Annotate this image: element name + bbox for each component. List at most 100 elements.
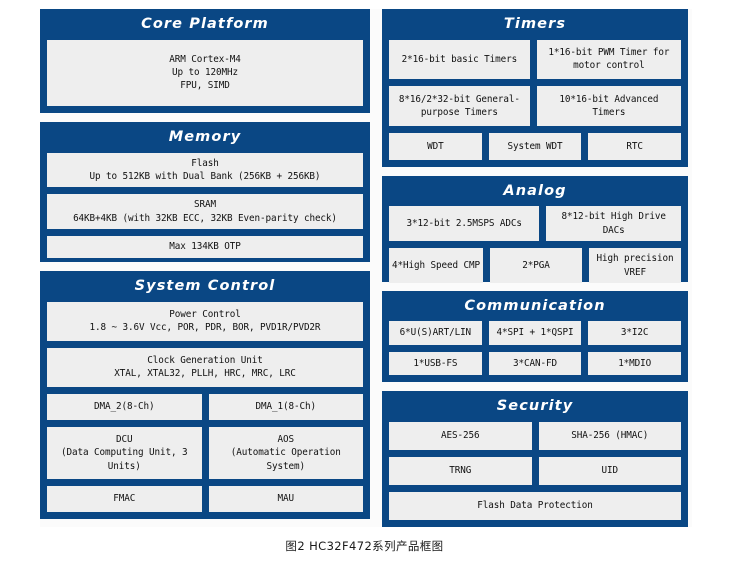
cell-line: 6*U(S)ART/LIN bbox=[399, 327, 472, 339]
cell-fmac: FMAC bbox=[47, 486, 202, 512]
cell-can-fd: 3*CAN-FD bbox=[488, 351, 582, 376]
left-column: Core Platform ARM Cortex-M4 Up to 120MHz… bbox=[40, 9, 370, 527]
cell-line: FPU, SIMD bbox=[180, 80, 230, 92]
cell-line: High precision bbox=[596, 253, 674, 265]
cell-uid: UID bbox=[538, 456, 681, 485]
cell-aos: AOS (Automatic Operation System) bbox=[208, 426, 363, 480]
cell-line: 8*12-bit High Drive bbox=[561, 211, 666, 223]
cell-basic-timers: 2*16-bit basic Timers bbox=[389, 39, 530, 80]
cell-line: 1*MDIO bbox=[618, 357, 652, 369]
cell-line: DACs bbox=[602, 224, 625, 236]
cell-trng: TRNG bbox=[389, 456, 532, 485]
cell-line: 4*High Speed CMP bbox=[392, 259, 480, 271]
cell-dcu: DCU (Data Computing Unit, 3 Units) bbox=[47, 426, 202, 480]
cell-dma-1: DMA_1(8-Ch) bbox=[208, 393, 363, 420]
cell-mau: MAU bbox=[208, 486, 363, 512]
row-otp: Max 134KB OTP bbox=[47, 236, 363, 258]
row-security-1: AES-256 SHA-256 (HMAC) bbox=[389, 421, 681, 450]
cell-line: motor control bbox=[573, 60, 645, 72]
cell-system-wdt: System WDT bbox=[488, 133, 582, 160]
cell-line: Flash bbox=[191, 157, 219, 169]
cell-aes-256: AES-256 bbox=[389, 421, 532, 450]
cell-dacs: 8*12-bit High Drive DACs bbox=[546, 206, 681, 242]
row-power-control: Power Control 1.8 ~ 3.6V Vcc, POR, PDR, … bbox=[47, 301, 363, 341]
cell-sram: SRAM 64KB+4KB (with 32KB ECC, 32KB Even-… bbox=[47, 194, 363, 230]
cell-line: 2*PGA bbox=[522, 259, 550, 271]
panel-title-core-platform: Core Platform bbox=[141, 16, 269, 32]
panel-core-platform: Core Platform ARM Cortex-M4 Up to 120MHz… bbox=[40, 9, 370, 113]
cell-line: XTAL, XTAL32, PLLH, HRC, MRC, LRC bbox=[114, 368, 296, 380]
cell-vref: High precision VREF bbox=[588, 248, 681, 283]
cell-line: Up to 120MHz bbox=[172, 67, 238, 79]
row-dcu-aos: DCU (Data Computing Unit, 3 Units) AOS (… bbox=[47, 426, 363, 480]
cell-line: 2*16-bit basic Timers bbox=[401, 53, 518, 65]
row-timers-3: WDT System WDT RTC bbox=[389, 133, 682, 160]
panel-title-communication: Communication bbox=[464, 297, 606, 314]
cell-line: Max 134KB OTP bbox=[169, 241, 241, 253]
cell-line: Timers bbox=[592, 107, 626, 119]
cell-line: 3*I2C bbox=[620, 327, 649, 339]
cell-line: System WDT bbox=[507, 140, 563, 152]
cell-line: (Automatic Operation bbox=[230, 447, 341, 459]
row-core: ARM Cortex-M4 Up to 120MHz FPU, SIMD bbox=[47, 39, 363, 106]
cell-arm-cortex-m4: ARM Cortex-M4 Up to 120MHz FPU, SIMD bbox=[47, 39, 363, 106]
cell-max-otp: Max 134KB OTP bbox=[47, 236, 363, 258]
cell-line: 3*12-bit 2.5MSPS ADCs bbox=[406, 217, 522, 229]
cell-line: SRAM bbox=[194, 199, 216, 211]
cell-line: 64KB+4KB (with 32KB ECC, 32KB Even-parit… bbox=[73, 212, 337, 224]
cell-power-control: Power Control 1.8 ~ 3.6V Vcc, POR, PDR, … bbox=[47, 301, 363, 341]
cell-line: AES-256 bbox=[441, 430, 480, 442]
cell-pwm-timer-motor-control: 1*16-bit PWM Timer for motor control bbox=[536, 39, 681, 80]
cell-sha-256-hmac: SHA-256 (HMAC) bbox=[538, 421, 681, 450]
cell-high-speed-cmp: 4*High Speed CMP bbox=[389, 248, 483, 283]
row-comm-1: 6*U(S)ART/LIN 4*SPI + 1*QSPI 3*I2C bbox=[389, 321, 682, 345]
cell-line: 3*CAN-FD bbox=[513, 357, 557, 369]
panel-memory: Memory Flash Up to 512KB with Dual Bank … bbox=[40, 122, 370, 262]
cell-line: DMA_2(8-Ch) bbox=[94, 401, 155, 412]
row-comm-2: 1*USB-FS 3*CAN-FD 1*MDIO bbox=[389, 351, 682, 376]
cell-adcs: 3*12-bit 2.5MSPS ADCs bbox=[389, 206, 540, 242]
right-column: Timers 2*16-bit basic Timers 1*16-bit PW… bbox=[382, 9, 688, 527]
row-sram: SRAM 64KB+4KB (with 32KB ECC, 32KB Even-… bbox=[47, 194, 363, 230]
cell-line: 4*SPI + 1*QSPI bbox=[496, 327, 574, 339]
panel-title-analog: Analog bbox=[503, 182, 567, 199]
cell-rtc: RTC bbox=[588, 133, 682, 160]
panel-security: Security AES-256 SHA-256 (HMAC) TRNG UID bbox=[382, 391, 688, 527]
cell-line: purpose Timers bbox=[420, 107, 498, 119]
cell-line: Flash Data Protection bbox=[477, 500, 593, 512]
cell-line: FMAC bbox=[113, 493, 136, 505]
cell-line: WDT bbox=[427, 140, 444, 152]
row-timers-2: 8*16/2*32-bit General- purpose Timers 10… bbox=[389, 86, 681, 127]
cell-clock-generation-unit: Clock Generation Unit XTAL, XTAL32, PLLH… bbox=[47, 347, 363, 387]
cell-i2c: 3*I2C bbox=[588, 321, 682, 345]
cell-wdt: WDT bbox=[389, 133, 482, 160]
product-block-diagram: Core Platform ARM Cortex-M4 Up to 120MHz… bbox=[40, 9, 692, 527]
panel-analog: Analog 3*12-bit 2.5MSPS ADCs 8*12-bit Hi… bbox=[382, 175, 688, 283]
cell-line: System) bbox=[266, 460, 306, 472]
row-analog-1: 3*12-bit 2.5MSPS ADCs 8*12-bit High Driv… bbox=[389, 206, 681, 242]
row-security-3: Flash Data Protection bbox=[389, 491, 681, 520]
cell-line: RTC bbox=[626, 140, 643, 152]
row-fmac-mau: FMAC MAU bbox=[47, 486, 363, 512]
cell-spi-qspi: 4*SPI + 1*QSPI bbox=[488, 321, 582, 345]
cell-line: 1*USB-FS bbox=[413, 357, 458, 369]
panel-title-system-control: System Control bbox=[134, 278, 276, 294]
cell-mdio: 1*MDIO bbox=[588, 351, 682, 376]
panel-title-timers: Timers bbox=[503, 16, 567, 32]
cell-advanced-timers: 10*16-bit Advanced Timers bbox=[536, 86, 681, 127]
cell-dma-2: DMA_2(8-Ch) bbox=[47, 393, 202, 420]
cell-general-purpose-timers: 8*16/2*32-bit General- purpose Timers bbox=[389, 86, 530, 127]
panel-timers: Timers 2*16-bit basic Timers 1*16-bit PW… bbox=[382, 9, 688, 167]
cell-line: 1*16-bit PWM Timer for bbox=[548, 46, 670, 58]
panel-system-control: System Control Power Control 1.8 ~ 3.6V … bbox=[40, 271, 370, 519]
cell-usb-fs: 1*USB-FS bbox=[389, 351, 482, 376]
cell-line: SHA-256 (HMAC) bbox=[571, 430, 649, 442]
cell-line: TRNG bbox=[449, 465, 472, 477]
cell-line: MAU bbox=[277, 493, 295, 505]
panel-title-memory: Memory bbox=[168, 129, 242, 145]
panel-communication: Communication 6*U(S)ART/LIN 4*SPI + 1*QS… bbox=[382, 290, 688, 383]
row-analog-2: 4*High Speed CMP 2*PGA High precision VR… bbox=[389, 248, 681, 283]
cell-line: Up to 512KB with Dual Bank (256KB + 256K… bbox=[89, 170, 321, 182]
cell-line: (Data Computing Unit, 3 bbox=[61, 447, 188, 459]
cell-line: AOS bbox=[277, 433, 295, 445]
